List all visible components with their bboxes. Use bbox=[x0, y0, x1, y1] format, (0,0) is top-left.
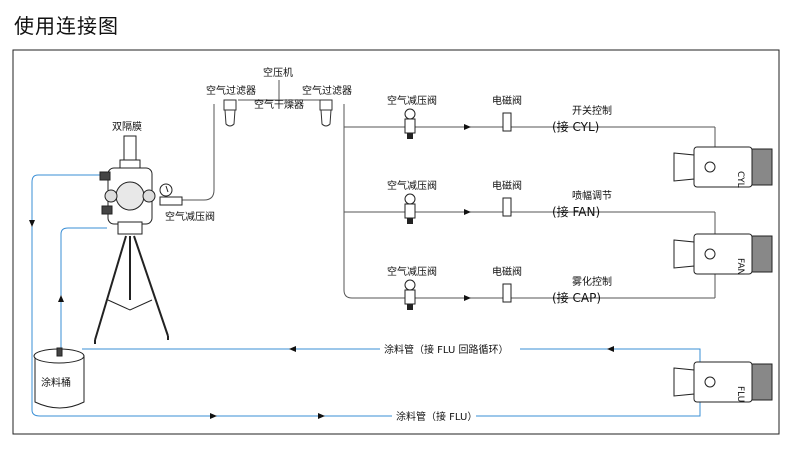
pump-regulator-gauge bbox=[159, 183, 183, 206]
spray-gun-1 bbox=[673, 146, 773, 188]
branch-2-function: 喷幅调节 bbox=[572, 189, 612, 202]
branch-3-valve-label: 电磁阀 bbox=[492, 265, 522, 278]
branch-2-solenoid-valve bbox=[502, 197, 512, 217]
label-paint-bucket: 涂料桶 bbox=[41, 376, 71, 389]
supply-hose-label: 涂料管（接 FLU） bbox=[396, 410, 477, 423]
branch-1-solenoid-valve bbox=[502, 112, 512, 132]
diaphragm-pump bbox=[99, 135, 156, 235]
spray-gun-3 bbox=[673, 361, 773, 403]
tripod-stand bbox=[94, 235, 169, 344]
branch-3-regulator-label: 空气减压阀 bbox=[387, 265, 437, 278]
branch-2-regulator bbox=[404, 193, 416, 224]
branch-2-valve-label: 电磁阀 bbox=[492, 179, 522, 192]
return-hose-label: 涂料管（接 FLU 回路循环） bbox=[384, 343, 509, 356]
label-compressor: 空压机 bbox=[263, 66, 293, 79]
paint-bucket bbox=[33, 347, 85, 409]
right-air-filter bbox=[319, 99, 333, 127]
branch-1-valve-label: 电磁阀 bbox=[492, 94, 522, 107]
air-lines bbox=[182, 80, 716, 299]
flow-arrows bbox=[29, 124, 614, 419]
left-air-filter bbox=[223, 99, 237, 127]
gun-2-port-tag: FAN bbox=[735, 258, 745, 275]
branch-3-function: 雾化控制 bbox=[572, 275, 612, 288]
branch-3-port: (接 CAP) bbox=[552, 290, 601, 305]
branch-3-regulator bbox=[404, 279, 416, 310]
paint-lines bbox=[31, 174, 701, 417]
label-pump-regulator: 空气减压阀 bbox=[165, 210, 215, 223]
gun-1-port-tag: CYL bbox=[735, 171, 745, 188]
page-title: 使用连接图 bbox=[14, 14, 119, 38]
branch-1-port: (接 CYL) bbox=[552, 119, 599, 134]
diagram-frame bbox=[12, 49, 780, 435]
branch-3-solenoid-valve bbox=[502, 283, 512, 303]
branch-1-regulator-label: 空气减压阀 bbox=[387, 94, 437, 107]
label-filter-right: 空气过滤器 bbox=[302, 84, 352, 97]
branch-1-regulator bbox=[404, 108, 416, 139]
spray-gun-2 bbox=[673, 233, 773, 275]
branch-2-regulator-label: 空气减压阀 bbox=[387, 179, 437, 192]
supply-hose-label-bg bbox=[392, 409, 476, 423]
branch-1-function: 开关控制 bbox=[572, 104, 612, 117]
gun-3-port-tag: FLU bbox=[735, 386, 745, 402]
label-filter-left: 空气过滤器 bbox=[206, 84, 256, 97]
branch-2-port: (接 FAN) bbox=[552, 204, 600, 219]
label-diaphragm-pump: 双隔膜 bbox=[112, 121, 142, 133]
label-dryer: 空气干燥器 bbox=[254, 98, 304, 111]
return-hose-label-bg bbox=[380, 342, 520, 356]
